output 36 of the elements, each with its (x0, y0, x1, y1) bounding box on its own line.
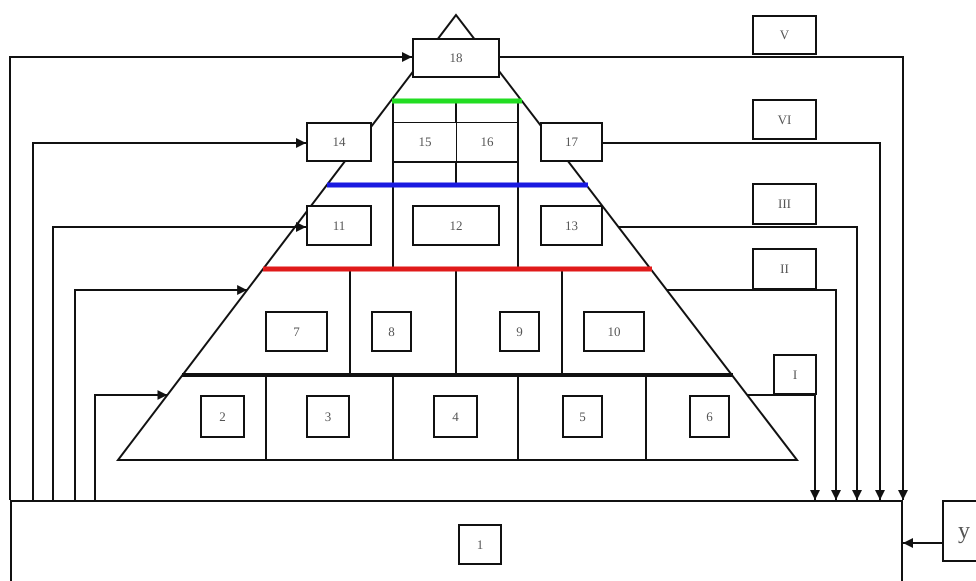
numbered-cell: 15 (393, 122, 457, 162)
numbered-box: 18 (412, 38, 500, 78)
arrow (500, 56, 908, 500)
level-label-box: II (752, 248, 817, 290)
input-box: y (942, 500, 976, 562)
arrow (94, 390, 168, 500)
arrow (603, 142, 885, 500)
numbered-box: 7 (265, 311, 328, 352)
arrow (9, 52, 412, 500)
numbered-box: 1 (458, 524, 502, 565)
numbered-box: 3 (306, 395, 350, 438)
numbered-box: 2 (200, 395, 245, 438)
numbered-box: 6 (689, 395, 730, 438)
numbered-box: 11 (306, 205, 372, 246)
numbered-box: 17 (540, 122, 603, 162)
arrow (903, 538, 942, 548)
numbered-box: 9 (499, 311, 540, 352)
level-label-box: I (773, 354, 817, 395)
numbered-box: 5 (562, 395, 603, 438)
level-label-box: VI (752, 99, 817, 140)
arrow (747, 394, 820, 500)
arrow (666, 289, 841, 500)
level-label-box: III (752, 183, 817, 225)
numbered-box: 12 (412, 205, 500, 246)
numbered-box: 14 (306, 122, 372, 162)
numbered-box: 13 (540, 205, 603, 246)
base-block (10, 500, 903, 581)
pyramid-drawing (118, 15, 797, 462)
arrow (618, 226, 862, 500)
arrow (74, 285, 248, 500)
numbered-box: 8 (371, 311, 412, 352)
arrow (52, 222, 306, 500)
numbered-box: 4 (433, 395, 478, 438)
arrow (32, 138, 306, 500)
level-label-box: V (752, 15, 817, 55)
numbered-box: 10 (583, 311, 645, 352)
